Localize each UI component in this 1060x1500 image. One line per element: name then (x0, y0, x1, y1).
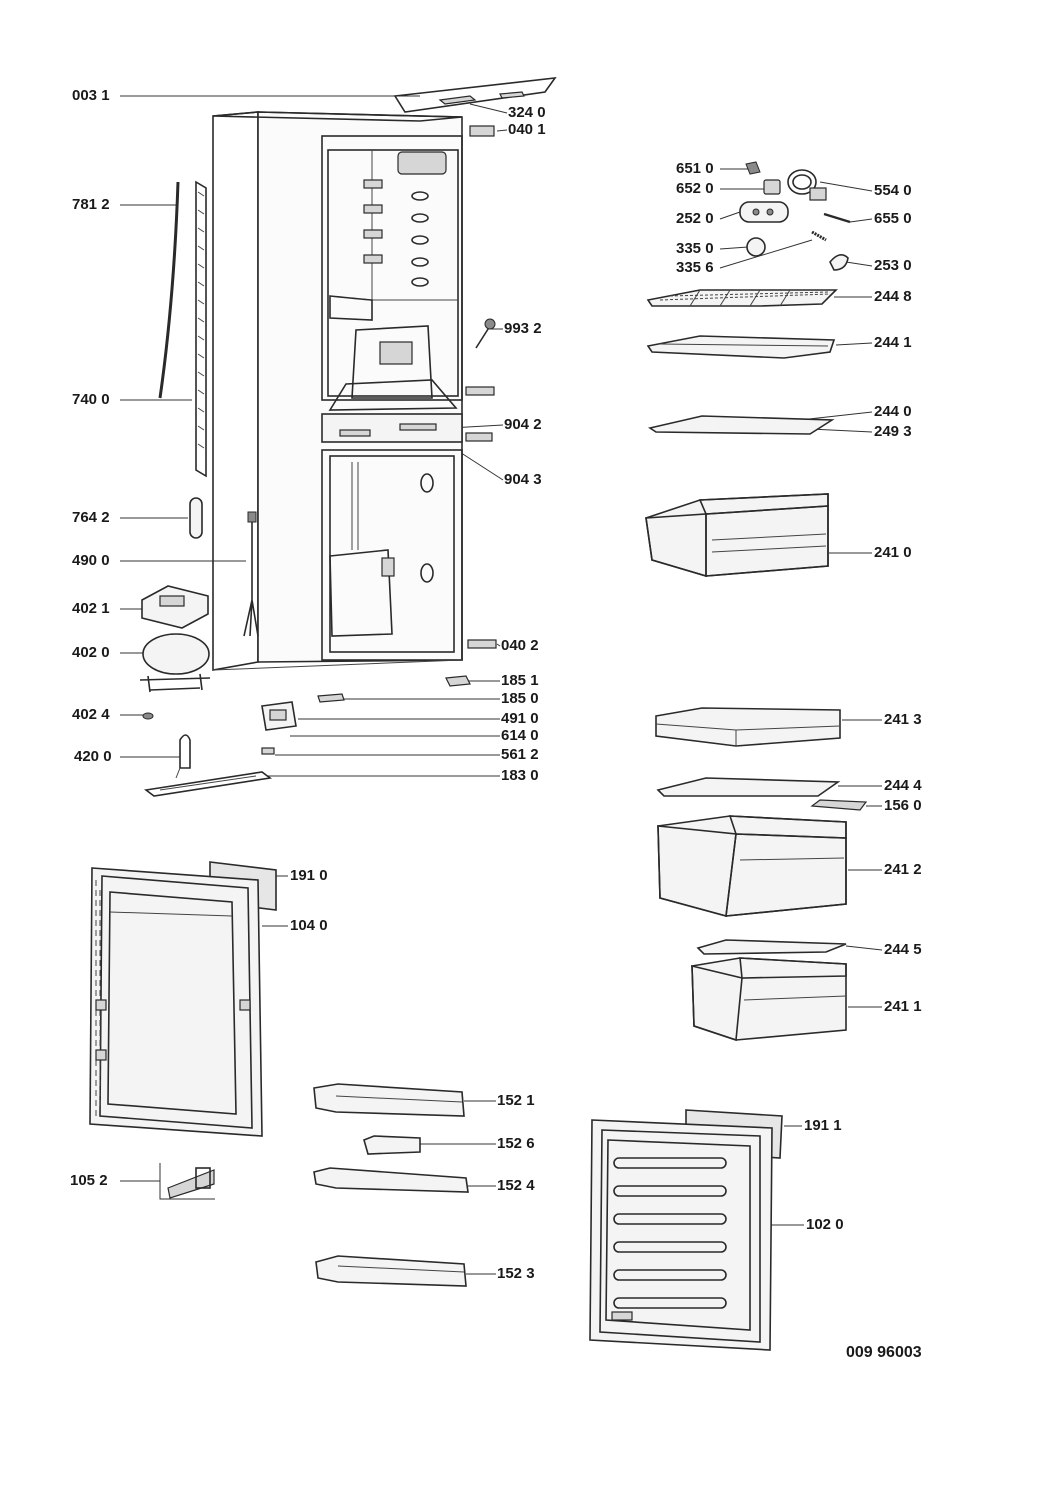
callout-0031: 003 1 (72, 87, 110, 104)
callout-1040: 104 0 (290, 917, 328, 934)
callout-4910: 491 0 (501, 710, 539, 727)
callout-5612: 561 2 (501, 746, 539, 763)
callout-3240: 324 0 (508, 104, 546, 121)
callout-5540: 554 0 (874, 182, 912, 199)
callout-2413: 241 3 (884, 711, 922, 728)
callout-7812: 781 2 (72, 196, 110, 213)
callout-1526: 152 6 (497, 1135, 535, 1152)
condenser-parts (158, 180, 207, 539)
freezer-door (589, 1109, 783, 1351)
callout-1851: 185 1 (501, 672, 539, 689)
cabinet-body (212, 111, 463, 671)
leader-lines (120, 95, 883, 1275)
callout-4024: 402 4 (72, 706, 110, 723)
callout-7400: 740 0 (72, 391, 110, 408)
callout-4021: 402 1 (72, 600, 110, 617)
callout-2440: 244 0 (874, 403, 912, 420)
callout-4900: 490 0 (72, 552, 110, 569)
compressor-parts (139, 585, 211, 779)
callout-2445: 244 5 (884, 941, 922, 958)
ice-grid (810, 799, 868, 811)
callout-9042: 904 2 (504, 416, 542, 433)
callout-1524: 152 4 (497, 1177, 535, 1194)
callout-2412: 241 2 (884, 861, 922, 878)
crisper-drawer (645, 493, 829, 578)
callout-2530: 253 0 (874, 257, 912, 274)
callout-3350: 335 0 (676, 240, 714, 257)
glass-divider (696, 939, 847, 955)
document-id: 009 96003 (846, 1344, 922, 1361)
fridge-door (89, 861, 277, 1137)
callout-2444: 244 4 (884, 777, 922, 794)
glass-shelf (648, 415, 835, 435)
callout-1052: 105 2 (70, 1172, 108, 1189)
callout-2441: 244 1 (874, 334, 912, 351)
sensor-part (475, 318, 496, 349)
freezer-drawer (657, 815, 847, 918)
wire-shelf (646, 289, 838, 307)
control-unit-group (739, 161, 851, 271)
callout-1910: 191 0 (290, 867, 328, 884)
callout-3356: 335 6 (676, 259, 714, 276)
top-cover (393, 77, 557, 113)
callout-9043: 904 3 (504, 471, 542, 488)
callout-4200: 420 0 (74, 748, 112, 765)
callout-1830: 183 0 (501, 767, 539, 784)
callout-6520: 652 0 (676, 180, 714, 197)
bottom-drawer (691, 957, 847, 1042)
callout-1560: 156 0 (884, 797, 922, 814)
callout-7642: 764 2 (72, 509, 110, 526)
callout-1523: 152 3 (497, 1265, 535, 1282)
callout-1521: 152 1 (497, 1092, 535, 1109)
callout-6140: 614 0 (501, 727, 539, 744)
callout-4020: 402 0 (72, 644, 110, 661)
callout-1850: 185 0 (501, 690, 539, 707)
callout-2448: 244 8 (874, 288, 912, 305)
door-bins (313, 1083, 469, 1287)
callout-0402: 040 2 (501, 637, 539, 654)
callout-2411: 241 1 (884, 998, 922, 1015)
callout-9932: 993 2 (504, 320, 542, 337)
callout-2493: 249 3 (874, 423, 912, 440)
callout-1911: 191 1 (804, 1117, 842, 1134)
callout-6510: 651 0 (676, 160, 714, 177)
door-hinge-part (167, 1167, 215, 1199)
callout-1020: 102 0 (806, 1216, 844, 1233)
shallow-tray (655, 707, 841, 747)
callout-0401: 040 1 (508, 121, 546, 138)
callout-2520: 252 0 (676, 210, 714, 227)
glass-cover (656, 777, 841, 797)
power-cord (243, 511, 259, 637)
bottom-parts (144, 675, 471, 797)
hinges (465, 125, 497, 649)
callout-2410: 241 0 (874, 544, 912, 561)
shelf-frame (646, 335, 836, 359)
callout-6550: 655 0 (874, 210, 912, 227)
